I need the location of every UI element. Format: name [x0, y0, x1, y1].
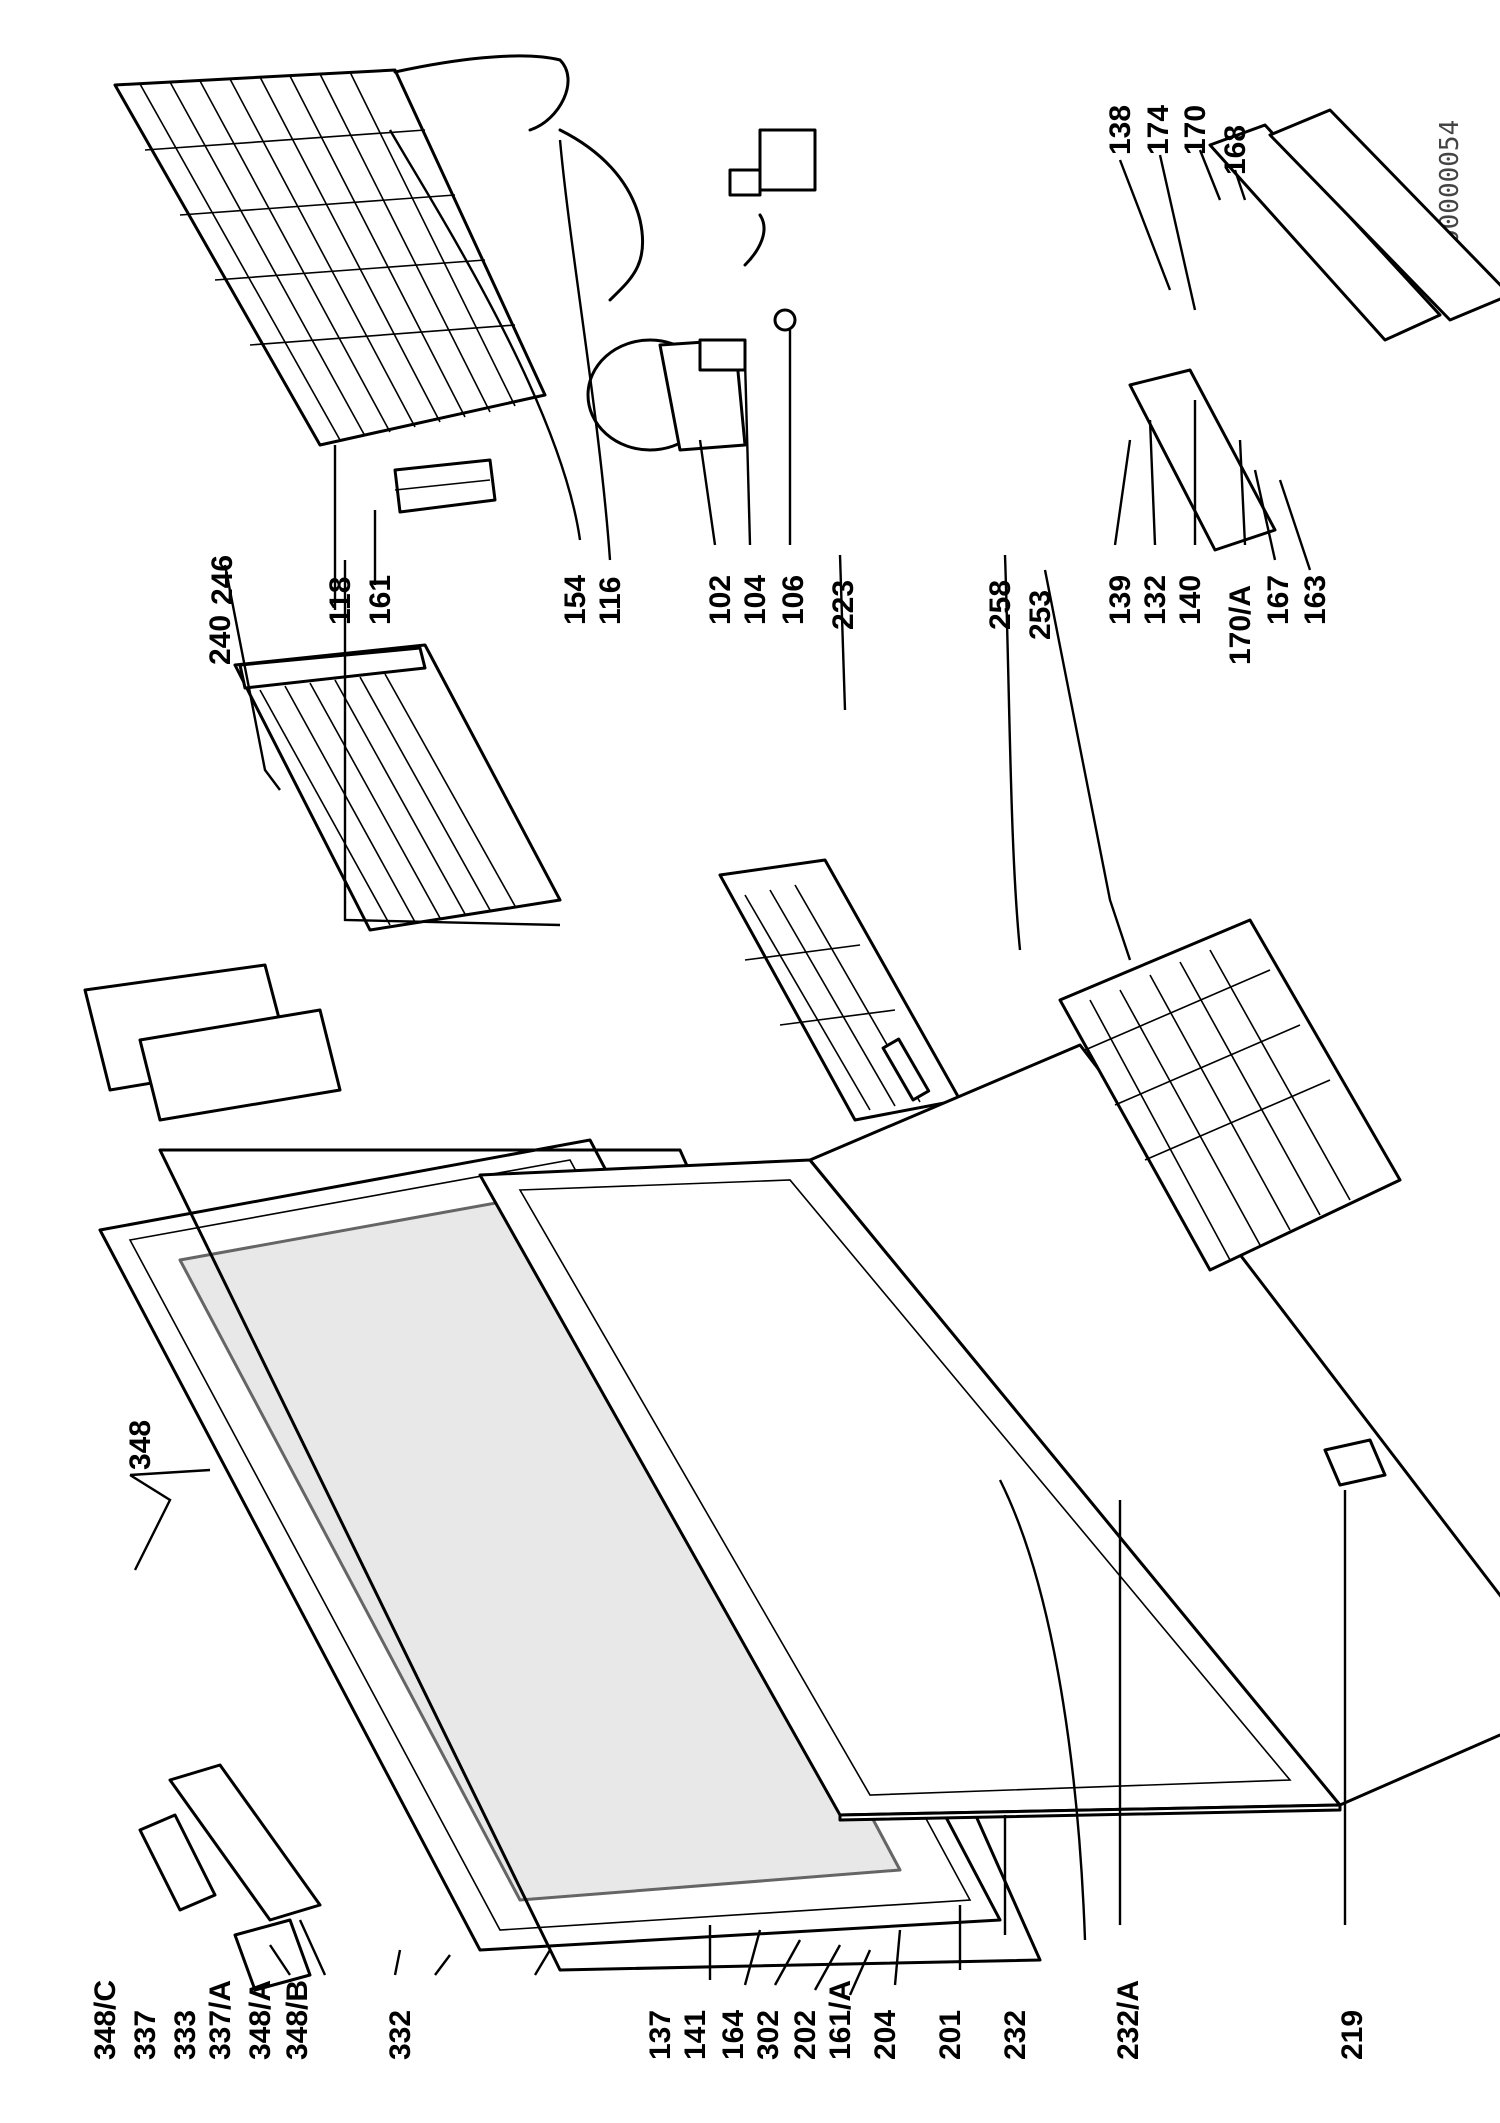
label-232a: 232/A [1112, 1980, 1145, 2060]
freezer-cabinet [478, 1037, 1500, 1822]
label-167: 167 [1262, 575, 1295, 625]
cabinet-hinge [1323, 1438, 1387, 1487]
label-348a: 348/A [244, 1980, 277, 2060]
freezer-lid [98, 1138, 1002, 1952]
label-104: 104 [739, 575, 772, 625]
label-204: 204 [869, 2010, 902, 2060]
condenser-coil [113, 54, 570, 447]
label-348b: 348/B [281, 1980, 314, 2060]
label-337a: 337/A [204, 1980, 237, 2060]
wire-basket [1058, 918, 1402, 1272]
label-102: 102 [704, 575, 737, 625]
label-163: 163 [1299, 575, 1332, 625]
label-137: 137 [644, 2010, 677, 2060]
label-170: 170 [1179, 105, 1212, 155]
label-174: 174 [1142, 105, 1175, 155]
label-168: 168 [1219, 125, 1252, 175]
lid-handle [138, 1763, 322, 1992]
label-337: 337 [129, 2010, 162, 2060]
label-201: 201 [934, 2010, 967, 2060]
label-302: 302 [752, 2010, 785, 2060]
ice-tray-holder [83, 963, 342, 1122]
compressor [558, 128, 747, 452]
label-333: 333 [169, 2010, 202, 2060]
label-170a: 170/A [1224, 585, 1257, 665]
label-138: 138 [1104, 105, 1137, 155]
label-258: 258 [984, 580, 1017, 630]
label-348: 348 [124, 1420, 157, 1470]
label-348c: 348/C [89, 1980, 122, 2060]
condenser-bracket [393, 458, 497, 514]
drain-tray [233, 643, 562, 932]
starter-relay [728, 128, 817, 332]
label-118: 118 [324, 577, 357, 625]
label-161: 161 [364, 575, 397, 625]
label-332: 332 [384, 2010, 417, 2060]
lid-gasket [158, 1148, 1042, 1972]
label-154: 154 [559, 575, 592, 625]
label-140: 140 [1174, 575, 1207, 625]
label-253: 253 [1024, 590, 1057, 640]
label-132: 132 [1139, 575, 1172, 625]
label-219: 219 [1336, 2010, 1369, 2060]
label-246: 246 [206, 555, 239, 605]
label-164: 164 [717, 2010, 750, 2060]
leader-lines [129, 129, 1347, 1996]
label-116: 116 [594, 577, 627, 625]
label-161a: 161/A [824, 1980, 857, 2060]
label-240: 240 [204, 615, 237, 665]
label-106: 106 [777, 575, 810, 625]
control-panel [1128, 108, 1500, 552]
label-232: 232 [999, 2010, 1032, 2060]
label-223: 223 [827, 580, 860, 630]
label-141: 141 [679, 2010, 712, 2060]
label-202: 202 [789, 2010, 822, 2060]
label-139: 139 [1104, 575, 1137, 625]
part-labels: 240 246 118 161 154 116 102 104 106 223 … [89, 105, 1369, 2060]
